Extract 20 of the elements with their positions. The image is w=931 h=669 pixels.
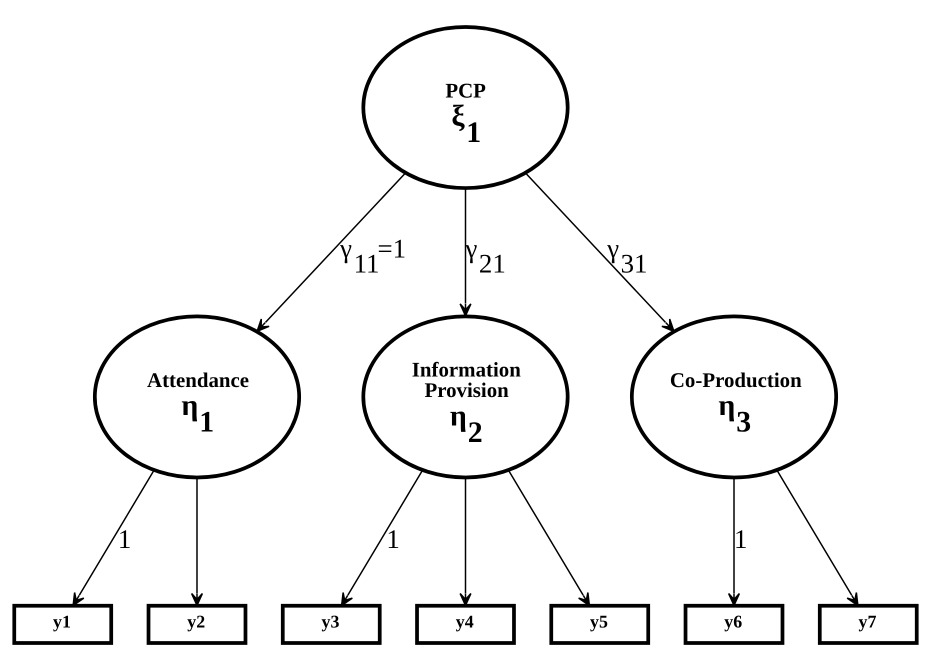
node-box: y2 <box>146 603 248 644</box>
arrow <box>72 469 155 606</box>
arrow <box>459 477 472 606</box>
arrow <box>508 469 590 606</box>
edge-label: 1 <box>118 524 132 554</box>
arrow <box>340 469 424 606</box>
arrow <box>525 172 675 332</box>
node-box: y6 <box>684 603 784 644</box>
arrow <box>776 469 859 606</box>
arrow <box>256 172 406 332</box>
edge-label: 1 <box>386 524 400 554</box>
node-box: y5 <box>549 603 650 644</box>
edge-label: 1 <box>734 524 748 554</box>
node-box: y7 <box>818 603 919 644</box>
arrow <box>190 477 204 606</box>
arrow <box>728 477 740 606</box>
node-box: y3 <box>280 603 382 644</box>
arrow <box>459 188 472 316</box>
node-box: y1 <box>12 603 114 644</box>
node-box: y4 <box>415 603 516 644</box>
